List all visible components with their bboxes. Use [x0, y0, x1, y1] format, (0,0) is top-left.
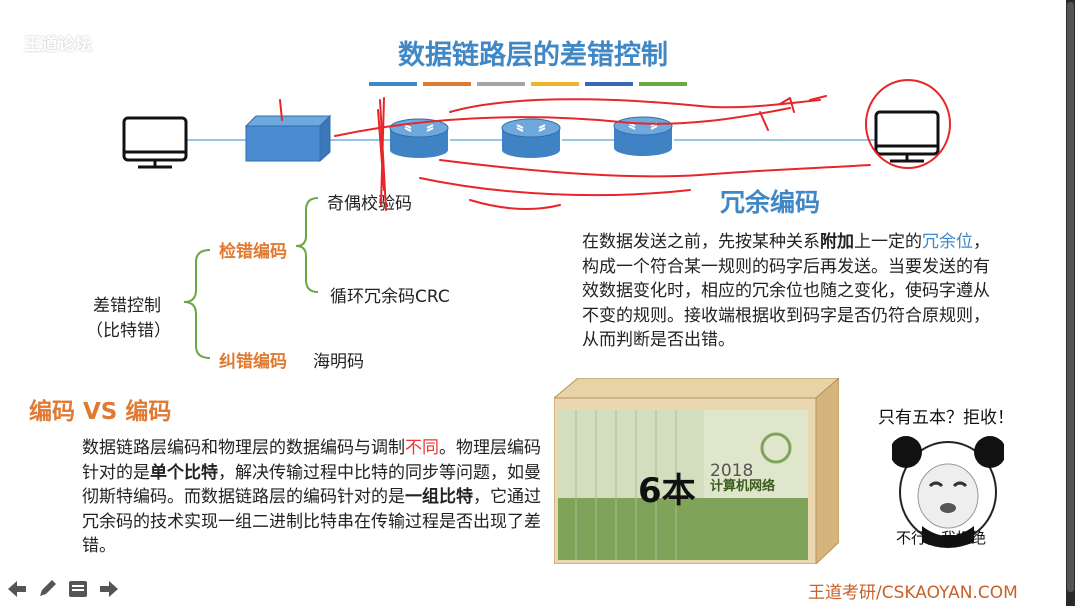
title-bar-green — [639, 82, 687, 86]
slide-title: 数据链路层的差错控制 — [398, 40, 668, 71]
title-bar-orange — [423, 82, 471, 86]
parity-code-label: 奇偶校验码 — [327, 194, 412, 214]
switch-box-icon — [244, 114, 332, 163]
tree-brace — [183, 197, 319, 359]
hamming-label: 海明码 — [313, 352, 364, 372]
host-right-icon — [874, 110, 940, 163]
host-left-icon — [122, 116, 188, 169]
book-year: 2018 — [710, 461, 753, 481]
vs-section-title: 编码 VS 编码 — [29, 399, 172, 425]
tree-root-sublabel: （比特错） — [86, 321, 171, 341]
title-bar-darkblue — [585, 82, 633, 86]
crc-label: 循环冗余码CRC — [330, 287, 450, 307]
vertical-scrollbar[interactable] — [1066, 0, 1075, 606]
vs-section-text: 数据链路层编码和物理层的数据编码与调制不同。物理层编码针对的是单个比特，解决传输… — [82, 438, 541, 556]
scrollbar-thumb[interactable] — [1067, 2, 1074, 592]
arrow-right-icon[interactable] — [98, 578, 120, 600]
router-2-icon — [501, 118, 561, 158]
footer-brand: 王道考研/CSKAOYAN.COM — [808, 583, 1018, 603]
arrow-left-icon[interactable] — [6, 578, 28, 600]
title-bar-yellow — [531, 82, 579, 86]
correct-coding-label: 纠错编码 — [219, 352, 287, 372]
menu-icon[interactable] — [67, 578, 89, 600]
tree-root-label: 差错控制 — [93, 296, 161, 316]
logo-text: 王道论坛 — [24, 35, 92, 55]
panda-meme-icon — [892, 434, 1004, 554]
book-title: 计算机网络 — [710, 478, 775, 494]
title-bar-gray — [477, 82, 525, 86]
book-box-image: 2018 计算机网络 6本 — [554, 378, 839, 564]
redundant-coding-text: 在数据发送之前，先按某种关系附加上一定的冗余位，构成一个符合某一规则的码字后再发… — [582, 232, 990, 350]
router-1-icon — [389, 118, 449, 158]
detect-coding-label: 检错编码 — [219, 242, 287, 262]
meme-bottom-text: 不行，我拒绝 — [896, 529, 987, 547]
redundant-coding-title: 冗余编码 — [720, 188, 821, 217]
meme-caption: 只有五本？拒收！ — [878, 408, 1014, 428]
pen-icon[interactable] — [36, 578, 58, 600]
box-count-label: 6本 — [638, 471, 696, 511]
logo-mark-icon — [120, 26, 198, 48]
router-3-icon — [613, 116, 673, 156]
title-bar-blue — [369, 82, 417, 86]
